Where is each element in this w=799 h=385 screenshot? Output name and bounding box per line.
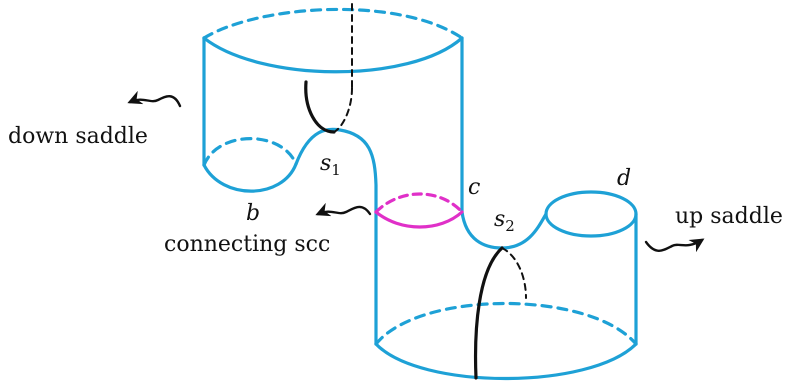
upper-surface [202, 7, 464, 214]
circle-d-ellipse [544, 190, 638, 238]
squiggle-arrow-icon [127, 90, 182, 108]
down-saddle-label: down saddle [8, 124, 148, 149]
lower-arc-back-dashed [501, 247, 527, 299]
c-label: c [468, 175, 480, 200]
b-label: b [246, 201, 260, 226]
upper-top-back-arc [202, 7, 464, 40]
squiggle-arrow-icon [315, 202, 372, 217]
saddle-s1-neck [294, 127, 378, 214]
circle-b-back [202, 137, 298, 167]
connecting-scc-curve [374, 192, 464, 229]
upper-arc-back-dashed [333, 87, 353, 133]
saddle-arcs [304, 3, 527, 380]
connecting-scc-label: connecting scc [164, 232, 330, 257]
scc-front [374, 210, 464, 229]
lower-bottom-back-arc [374, 301, 638, 346]
d-label: d [617, 166, 631, 191]
circle-b-front [202, 162, 298, 193]
arrows [127, 90, 705, 253]
up-saddle-label: up saddle [675, 204, 783, 229]
s1-label: s1 [320, 151, 341, 179]
upper-top-front-arc [202, 36, 464, 74]
upper-arc-front [304, 80, 336, 134]
squiggle-arrow-icon [644, 238, 705, 253]
scc-back [374, 192, 464, 214]
lower-bottom-front-arc [374, 342, 638, 381]
s2-label: s2 [494, 207, 515, 235]
lower-arc-front [473, 246, 504, 380]
